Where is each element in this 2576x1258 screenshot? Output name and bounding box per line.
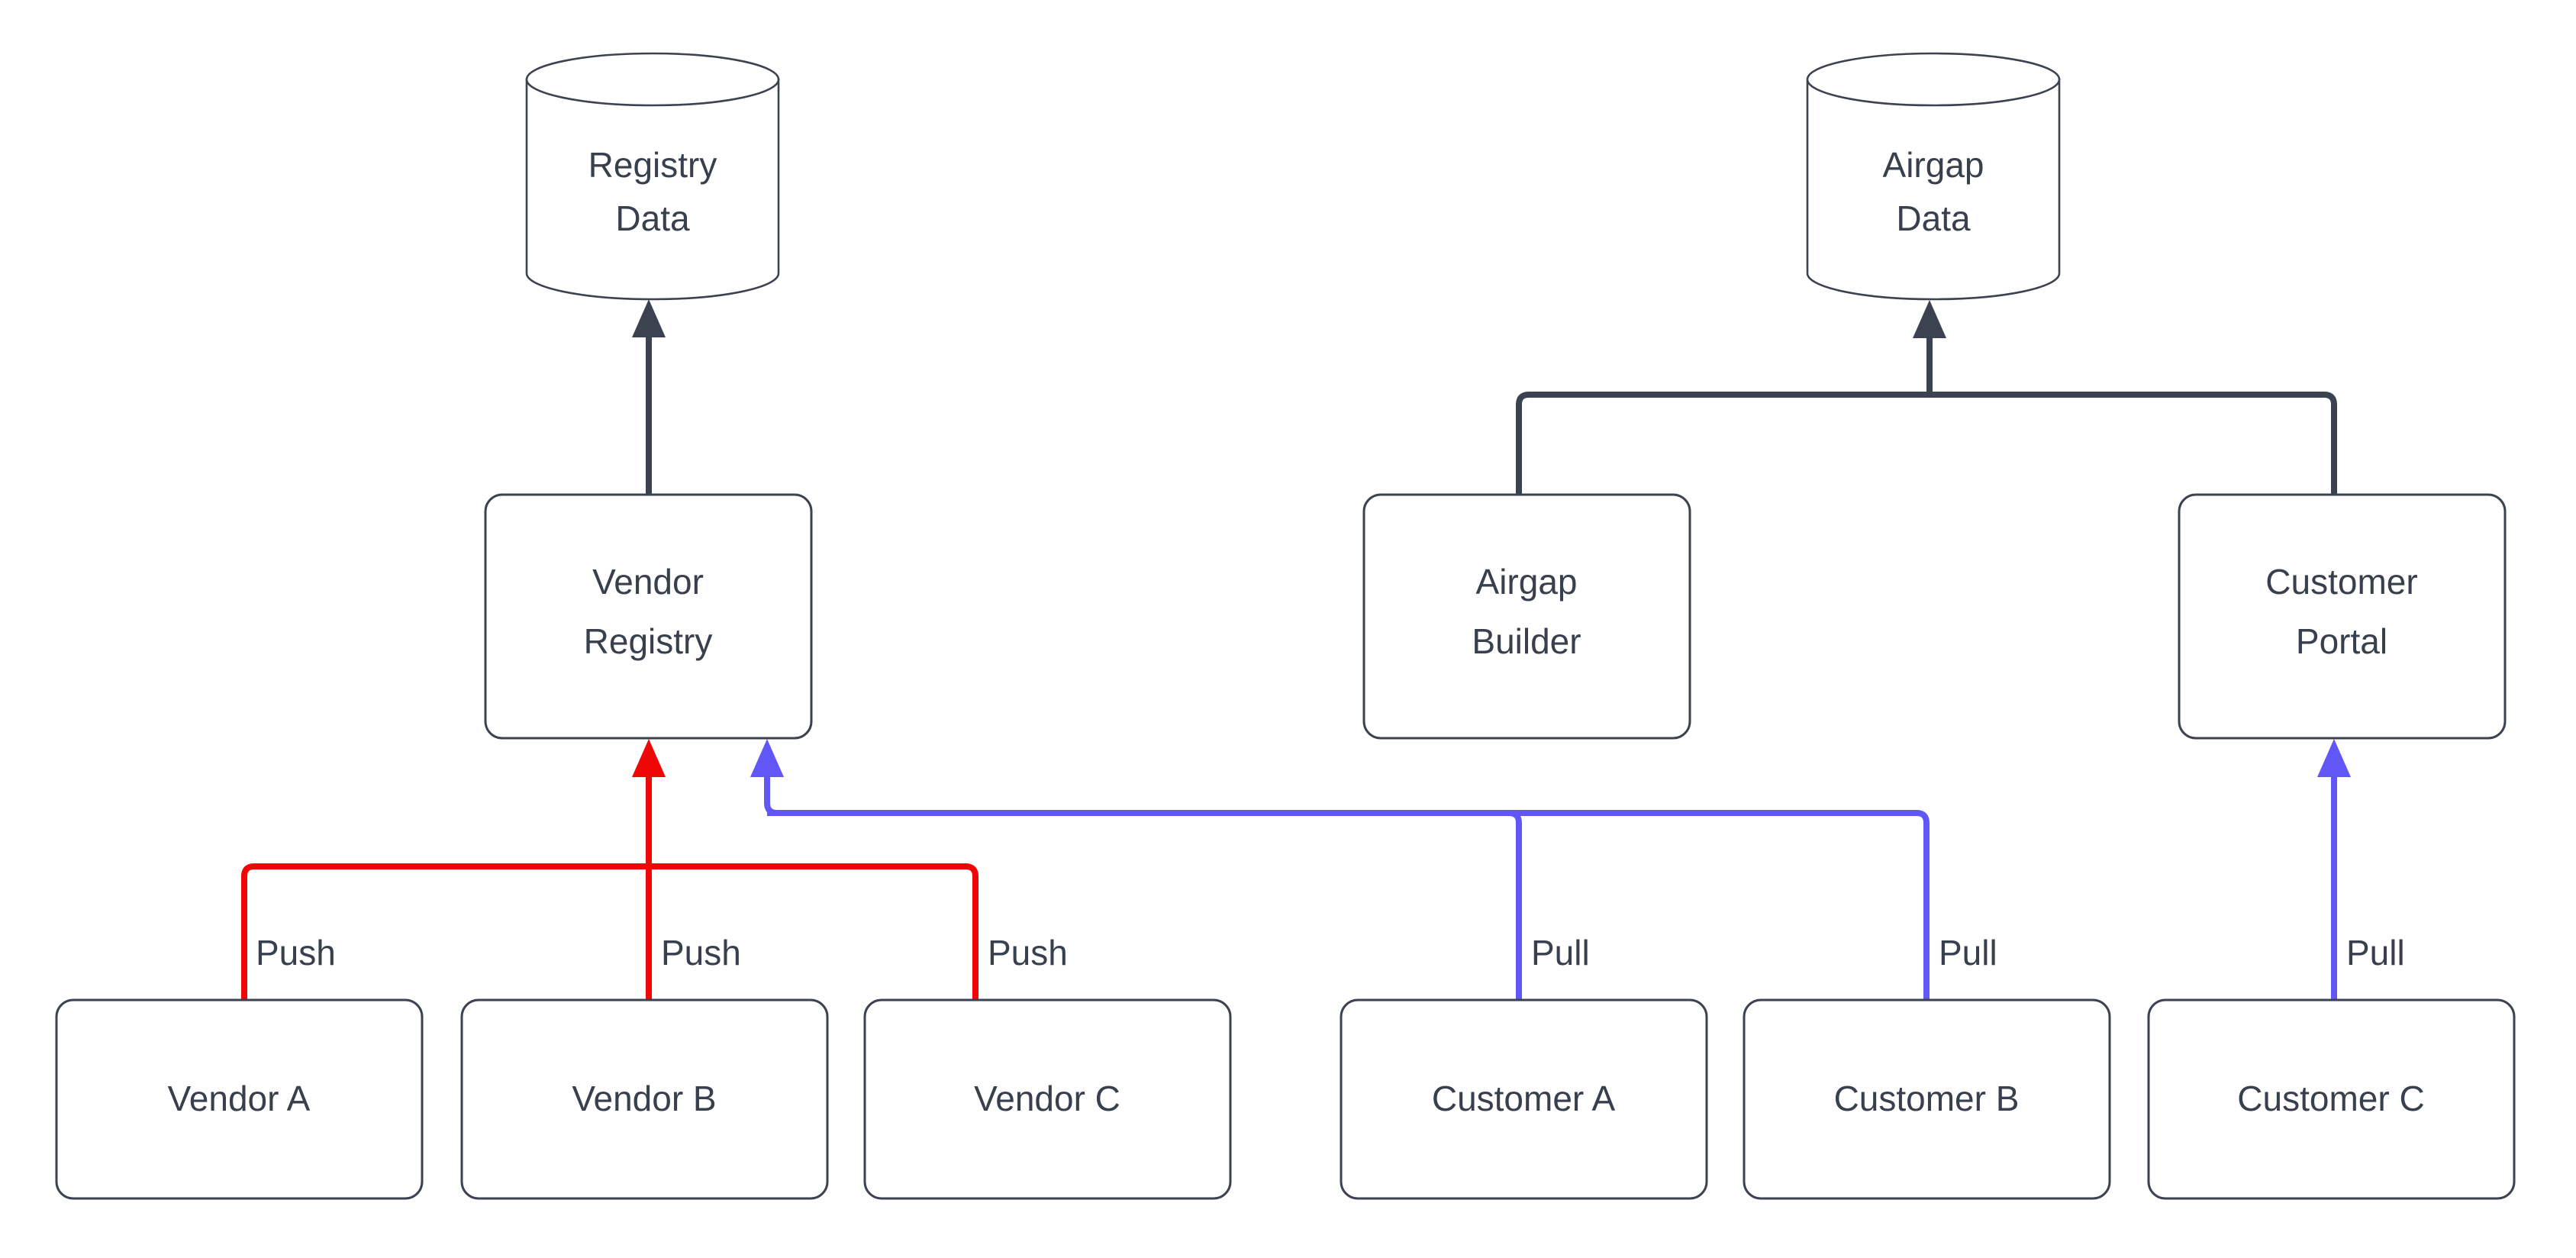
edge-vendor-a-push [241,863,649,1000]
node-box [2178,493,2507,740]
node-label-line2: Data [1896,198,1971,238]
node-customer-c[interactable]: Customer C [2147,998,2516,1200]
edge-line [1516,392,1930,495]
cylinder-top-ellipse [525,52,780,107]
node-vendor-b[interactable]: Vendor B [460,998,829,1200]
edge-airgap-data-trunk [1913,300,1946,395]
edge-label-push-vendor-c: Push [988,933,1068,973]
edge-label-pull-customer-c: Pull [2346,933,2405,973]
node-label: Vendor A [168,1079,311,1118]
node-label-line2: Portal [2296,621,2387,661]
edge-customer-a-pull [767,810,1522,1000]
node-box [863,998,1232,1200]
edge-line [649,863,978,1000]
edge-customer-c-pull [2317,739,2351,1000]
edge-line [767,810,1522,1000]
node-label-line1: Customer [2265,562,2417,602]
edge-push-trunk-to-vendor-registry [632,739,666,866]
node-label: Customer B [1834,1079,2020,1118]
edge-pull-trunk-to-vendor-registry [750,739,784,816]
node-box [55,998,424,1200]
arrowhead-icon [750,739,784,777]
node-customer-a[interactable]: Customer A [1340,998,1708,1200]
arrowhead-icon [632,739,666,777]
node-label: Vendor C [974,1079,1120,1118]
node-label-line1: Airgap [1476,562,1578,602]
edge-customer-b-pull [767,810,1930,1000]
node-box [2147,998,2516,1200]
node-box [484,493,813,740]
cylinder-body [1806,78,2061,301]
edge-vendor-c-push [649,863,978,1000]
cylinder-top-ellipse [1806,52,2061,107]
node-label-line1: Airgap [1883,145,1984,185]
node-customer-b[interactable]: Customer B [1743,998,2111,1200]
arrowhead-icon [2317,739,2351,777]
edge-vendor-registry-to-registry-data [632,299,666,495]
node-label-line2: Data [615,198,690,238]
node-airgap-data[interactable]: Airgap Data [1806,52,2061,301]
node-label: Customer C [2237,1079,2424,1118]
arrowhead-icon [1913,300,1946,338]
node-box [1362,493,1691,740]
edge-line [764,760,778,816]
node-airgap-builder[interactable]: Airgap Builder [1362,493,1691,740]
node-vendor-c[interactable]: Vendor C [863,998,1232,1200]
node-label: Customer A [1432,1079,1616,1118]
node-label: Vendor B [572,1079,716,1118]
edge-airgap-builder-to-airgap-data [1516,392,1930,495]
edge-line [767,810,1930,1000]
node-customer-portal[interactable]: Customer Portal [2178,493,2507,740]
edge-line [1930,392,2337,495]
edge-label-pull-customer-b: Pull [1939,933,1997,973]
edge-label-push-vendor-b: Push [661,933,741,973]
node-vendor-a[interactable]: Vendor A [55,998,424,1200]
node-label-line1: Registry [588,145,717,185]
node-box [1340,998,1708,1200]
node-vendor-registry[interactable]: Vendor Registry [484,493,813,740]
node-label-line2: Registry [584,621,713,661]
edge-label-push-vendor-a: Push [256,933,336,973]
edge-label-pull-customer-a: Pull [1531,933,1590,973]
edge-line [241,863,649,1000]
node-box [1743,998,2111,1200]
arrowhead-icon [632,299,666,337]
node-label-line2: Builder [1472,621,1581,661]
node-registry-data[interactable]: Registry Data [525,52,780,301]
cylinder-body [525,78,780,301]
node-box [460,998,829,1200]
edge-customer-portal-to-airgap-data [1930,392,2337,495]
node-label-line1: Vendor [592,562,704,602]
